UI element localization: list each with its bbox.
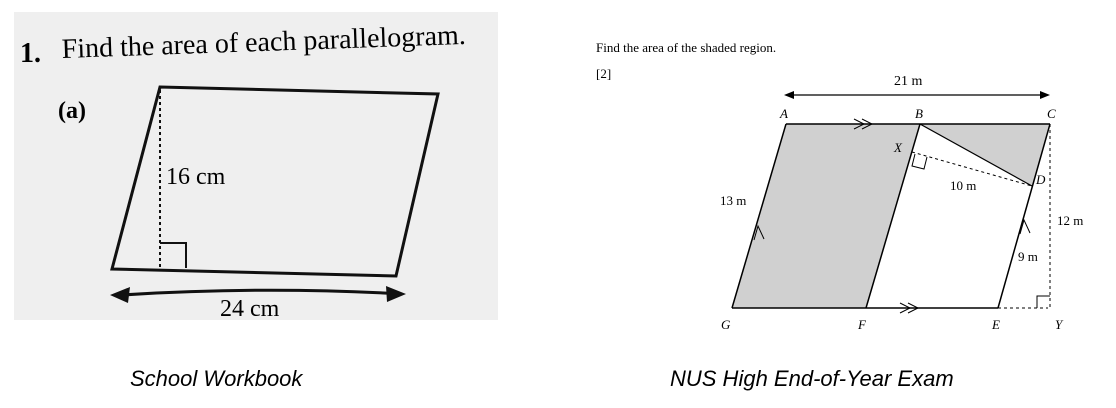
label-D: D: [1035, 172, 1046, 187]
label-Y: Y: [1055, 317, 1064, 332]
line-XD: [911, 151, 1033, 187]
CY-length-label: 12 m: [1057, 213, 1083, 228]
line-BF: [865, 123, 921, 309]
photo-background: [14, 12, 498, 320]
parallel-arrow-CE: [1019, 218, 1031, 235]
top-length-label: 21 m: [894, 74, 923, 89]
label-C: C: [1047, 106, 1056, 121]
exam-panel: Find the area of the shaded region. [2] …: [560, 20, 1100, 340]
label-E: E: [991, 317, 1000, 332]
base-label: 24 cm: [220, 296, 280, 320]
label-B: B: [915, 106, 923, 121]
part-label: (a): [58, 98, 86, 124]
label-A: A: [779, 106, 788, 121]
height-label: 16 cm: [166, 164, 226, 190]
AG-length-label: 13 m: [720, 193, 746, 208]
shaded-triangle: [920, 124, 1050, 186]
parallel-arrows-top: [853, 118, 874, 130]
line-AG: [731, 123, 787, 309]
right-angle-Y: [1036, 295, 1050, 308]
parallel-arrows-bottom: [899, 302, 920, 314]
XD-length-label: 10 m: [950, 178, 976, 193]
ED-length-label: 9 m: [1018, 249, 1038, 264]
parallelogram: [110, 85, 440, 278]
exam-figure: Find the area of the shaded region. [2] …: [596, 40, 1083, 332]
workbook-caption: School Workbook: [130, 366, 303, 391]
top-dimension-left-head: [784, 91, 794, 99]
shaded-parallelogram: [732, 124, 920, 308]
base-arrow-right-head: [386, 286, 406, 302]
parallel-arrow-AG: [753, 224, 765, 241]
exam-caption: NUS High End-of-Year Exam: [670, 366, 954, 391]
label-G: G: [721, 317, 731, 332]
workbook-figure: 1. Find the area of each parallelogram. …: [14, 12, 498, 320]
label-X: X: [893, 140, 903, 155]
line-CE: [997, 123, 1051, 309]
base-arrow: [121, 288, 403, 297]
line-BD: [919, 123, 1033, 187]
exam-marks: [2]: [596, 66, 611, 81]
right-angle-X: [911, 153, 928, 170]
base-arrow-left-head: [110, 287, 130, 303]
label-F: F: [857, 317, 867, 332]
top-dimension-right-head: [1040, 91, 1050, 99]
exam-question-text: Find the area of the shaded region.: [596, 40, 776, 55]
question-number: 1.: [20, 38, 41, 69]
right-angle-marker: [160, 242, 187, 268]
workbook-panel: 1. Find the area of each parallelogram. …: [14, 12, 498, 320]
